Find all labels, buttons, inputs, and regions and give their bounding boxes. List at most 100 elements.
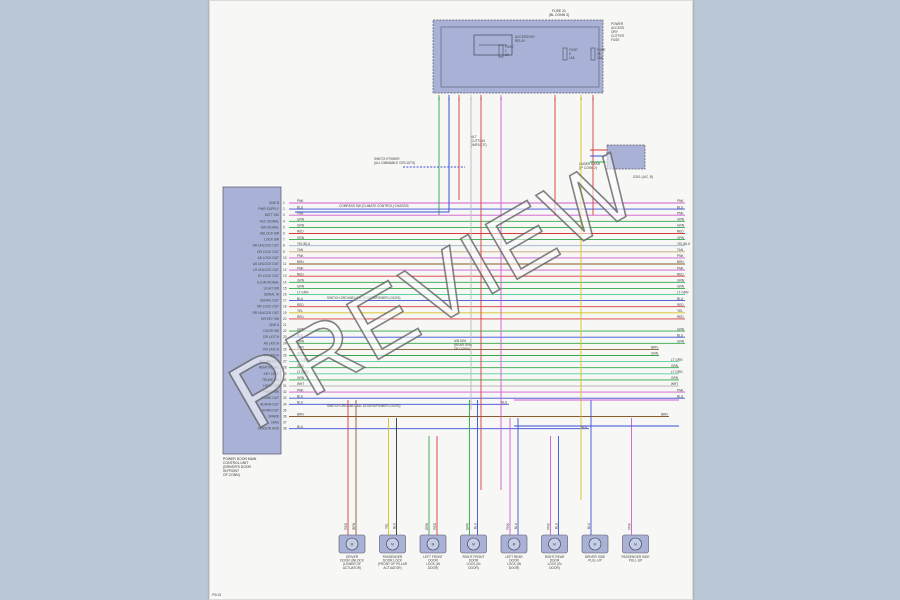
motor-symbol bbox=[588, 537, 602, 551]
wire-color-label: BLU bbox=[554, 522, 558, 529]
ecu-pin-label: LR LOCK OUT bbox=[258, 274, 279, 278]
fuse-label: 5 bbox=[569, 52, 571, 56]
ecu-pin-label: RR UNLOCK OUT bbox=[253, 311, 279, 315]
ecu-pin-number: 23 bbox=[283, 335, 287, 339]
wire-color-label: BLU bbox=[677, 394, 684, 398]
wire-color-label: PNK bbox=[297, 211, 304, 215]
ecu-pin-label: PANIC SW bbox=[263, 390, 279, 394]
ecu-pin-label: DR KEY SW bbox=[261, 317, 279, 321]
wire-color-label: PNK bbox=[677, 199, 684, 203]
ecu-pin-number: 20 bbox=[283, 317, 287, 321]
fuse-side-note: FUSE bbox=[611, 38, 620, 42]
ecu-pin-label: GND B bbox=[269, 201, 279, 205]
ecu-pin-label: DR UNLOCK OUT bbox=[253, 244, 279, 248]
ecu-pin-number: 33 bbox=[283, 396, 287, 400]
motor-symbol bbox=[386, 537, 399, 551]
wire-color-label: YEL/BLU bbox=[677, 242, 691, 246]
actuator-label: DOOR bbox=[550, 559, 560, 563]
fuse-label: 15A bbox=[569, 56, 576, 60]
wire-color-label: RED bbox=[677, 230, 684, 234]
ecu-pin-label: LOCK SW bbox=[264, 238, 279, 242]
wire-color-label: BLU bbox=[297, 205, 304, 209]
wire-color-label: BLU bbox=[297, 333, 304, 337]
ecu-pin-label: SERIAL IN bbox=[264, 293, 280, 297]
ecu-pin-label: BATT SIG bbox=[265, 213, 280, 217]
ecu-pin-number: 26 bbox=[283, 354, 287, 358]
actuator-label: DOOR) bbox=[509, 566, 520, 570]
wire-color-label: BLU bbox=[677, 333, 684, 337]
wire-color-label: GRN bbox=[677, 285, 685, 289]
motor-symbol bbox=[426, 537, 440, 551]
ecu-pin-label: HOOD SW bbox=[263, 384, 279, 388]
ecu-pin-label: AS LATCH bbox=[264, 341, 280, 345]
fuse-label: 15A bbox=[597, 56, 604, 60]
ecu-pin-number: 30 bbox=[283, 378, 287, 382]
wire-color-label: TAN bbox=[297, 248, 304, 252]
motor-letter: M bbox=[553, 542, 556, 546]
fuse-side-note: ORY bbox=[611, 30, 619, 34]
ecu-pin-number: 31 bbox=[283, 384, 287, 388]
ecu-pin-label: TRUNK SW bbox=[262, 378, 279, 382]
ecu-pin-number: 11 bbox=[283, 262, 287, 266]
splice-note: OF CONN) bbox=[454, 347, 470, 351]
wire-color-label: GRN bbox=[677, 327, 685, 331]
motor-symbol bbox=[507, 537, 521, 551]
switch-ground-note: SWITCH GROUND (ALL DOORS/POWER LOCKS) bbox=[327, 404, 400, 408]
actuator-label: (FRONT OF PILLAR bbox=[378, 562, 408, 566]
actuator-label: LOCK (IN bbox=[507, 562, 522, 566]
wire-color-label: GRN bbox=[465, 522, 469, 530]
ecu-pin-label: LIGHT SW bbox=[264, 286, 279, 290]
ecu-pin-label: TRUNK OUT bbox=[260, 396, 279, 400]
ecu-pin-number: 35 bbox=[283, 408, 287, 412]
ecu-pin-label: DIAG bbox=[271, 421, 279, 425]
switch-ground-note: SWITCH GROUND (ALL DOORS/POWER LOCKS) bbox=[327, 296, 400, 300]
actuator-label: LOCK (IN bbox=[548, 562, 563, 566]
ecu-pin-number: 37 bbox=[283, 421, 287, 425]
motor-letter: M bbox=[391, 542, 394, 546]
wire-color-label: LT GRN bbox=[297, 370, 309, 374]
wire-color-label: GRN bbox=[677, 236, 685, 240]
wire-color-label: BLU bbox=[514, 522, 518, 529]
wire-color-label: GRN bbox=[297, 352, 305, 356]
wire-color-label: GRN bbox=[671, 376, 679, 380]
wire-color-label: PNK bbox=[297, 266, 304, 270]
dome-relay-box bbox=[606, 144, 646, 170]
wire-color-label: GRN bbox=[651, 352, 659, 356]
ecu-pin-label: PWR SUPPLY bbox=[258, 207, 280, 211]
wire-color-label: BLU bbox=[677, 205, 684, 209]
ecu-pin-label: UNLOCK SW bbox=[260, 232, 279, 236]
ecu-pin-number: 24 bbox=[283, 341, 287, 345]
actuator-label: RIGHT FRONT bbox=[463, 555, 485, 559]
wire-color-label: RED bbox=[677, 303, 684, 307]
page-number: P5/16 bbox=[212, 593, 222, 597]
ecu-pin-label: LR LATCH bbox=[264, 354, 280, 358]
wire-color-label: PNK bbox=[677, 254, 684, 258]
ecu-pin-number: 15 bbox=[283, 286, 287, 290]
compass-switch-note: COMPASS SW (CLIMATE CONTROL) CHASSIS bbox=[339, 204, 409, 208]
wire-color-label: RED bbox=[677, 315, 684, 319]
fuse-side-note: POWER bbox=[611, 22, 624, 26]
actuator-label: DOOR) bbox=[468, 566, 479, 570]
wire-color-label: LT GRN bbox=[671, 370, 683, 374]
ecu-pin-label: ALL UNLOCK bbox=[259, 360, 280, 364]
wire-color-label: RED bbox=[344, 522, 348, 529]
actuator-label: RIGHT REAR bbox=[545, 555, 565, 559]
motor-symbol bbox=[345, 537, 359, 551]
ecu-pin-label: AS UNLOCK OUT bbox=[253, 262, 279, 266]
wire-color-label: BLK bbox=[392, 522, 396, 529]
wire-color-label: BLU bbox=[501, 401, 508, 405]
wire-color-label: RED bbox=[297, 272, 304, 276]
actuator-label: DRIVER SIDE bbox=[585, 555, 605, 559]
ecu-pin-label: DOOR SW bbox=[263, 329, 279, 333]
actuator-label: LEFT REAR bbox=[505, 555, 523, 559]
actuator-label: LEFT FRONT bbox=[423, 555, 443, 559]
ecu-pin-label: HORN OUT bbox=[262, 408, 279, 412]
wire-color-label: GRN bbox=[297, 285, 305, 289]
wire-color-label: YEL bbox=[677, 309, 683, 313]
relay-label: ACCESSORY bbox=[515, 35, 536, 39]
ecu-title: OF CONN) bbox=[223, 473, 240, 477]
wire-color-label: GRN bbox=[297, 376, 305, 380]
wire-color-label: LT GRN bbox=[671, 358, 683, 362]
fuse-label: 28 bbox=[597, 52, 601, 56]
wire-color-label: PNK bbox=[297, 199, 304, 203]
